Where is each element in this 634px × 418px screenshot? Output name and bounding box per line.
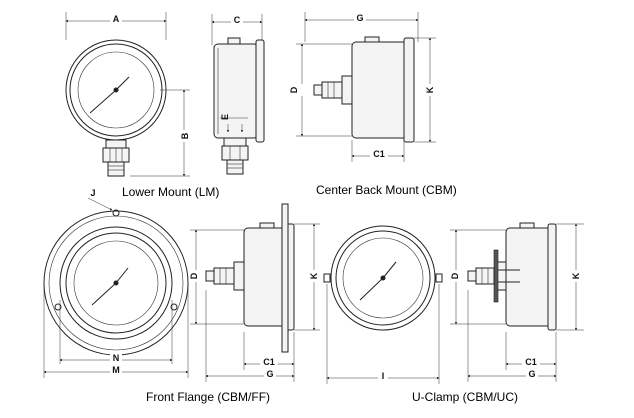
dim-label-k-cbm: K xyxy=(425,86,435,93)
caption-front-flange: Front Flange (CBM/FF) xyxy=(146,390,270,404)
dim-label-a: A xyxy=(113,14,120,24)
dim-label-k-uc: K xyxy=(571,272,581,279)
dim-label-n: N xyxy=(113,353,120,363)
dim-label-m: M xyxy=(112,365,120,375)
caption-center-back-mount: Center Back Mount (CBM) xyxy=(316,183,457,197)
dim-label-d-ff: D xyxy=(189,272,199,279)
dim-label-e: E xyxy=(220,114,230,120)
dim-label-d-uc: D xyxy=(450,272,460,279)
caption-lower-mount: Lower Mount (LM) xyxy=(122,185,219,199)
lower-mount-side-view: C E xyxy=(211,14,265,175)
front-flange-view: J N M xyxy=(43,188,189,378)
center-back-mount-view: G D K C1 xyxy=(289,12,436,162)
dim-label-c1-ff: C1 xyxy=(263,357,275,367)
dim-label-c: C xyxy=(234,15,241,25)
dim-label-i: I xyxy=(382,371,385,381)
dim-label-c1-uc: C1 xyxy=(525,357,537,367)
dim-label-j: J xyxy=(90,188,95,198)
dim-label-b: B xyxy=(180,132,190,139)
dim-label-k-ff: K xyxy=(309,272,319,279)
dim-label-g-uc: G xyxy=(528,369,535,379)
caption-u-clamp: U-Clamp (CBM/UC) xyxy=(412,390,518,404)
front-flange-side-view: D K C1 G xyxy=(189,203,320,382)
dim-label-c1-cbm: C1 xyxy=(373,149,385,159)
dim-label-d-cbm: D xyxy=(289,86,299,93)
dim-label-g: G xyxy=(356,13,363,23)
dim-label-g-ff: G xyxy=(266,369,273,379)
u-clamp-view: I xyxy=(323,225,443,384)
lower-mount-view: A B xyxy=(65,12,190,177)
u-clamp-side-view: D K C1 G xyxy=(450,222,584,382)
